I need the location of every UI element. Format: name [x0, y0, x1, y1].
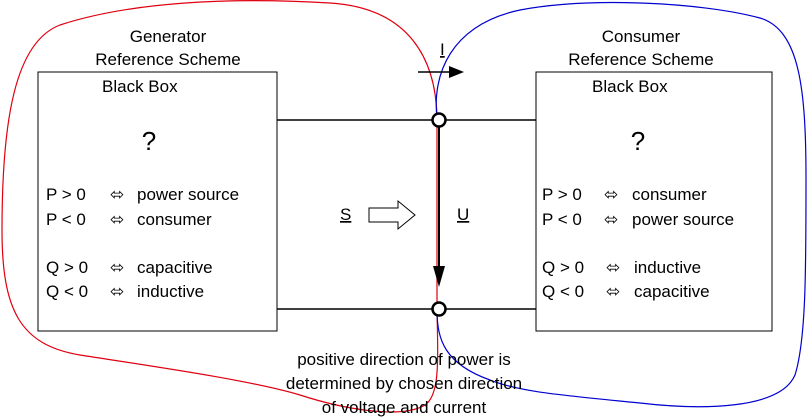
consumer-row-2-right: power source [632, 210, 734, 229]
generator-row-2-right: consumer [137, 210, 212, 229]
consumer-row-4-right: capacitive [634, 282, 710, 301]
generator-row-2-left: P < 0 [46, 210, 86, 229]
consumer-title-line2: Reference Scheme [568, 50, 714, 69]
generator-row-1-symbol: ⬄ [110, 185, 124, 204]
consumer-loop [435, 1, 807, 408]
top-terminal [431, 112, 447, 128]
generator-row-3-left: Q > 0 [46, 258, 88, 277]
consumer-row-3-left: Q > 0 [542, 258, 584, 277]
consumer-row-2-left: P < 0 [542, 210, 582, 229]
consumer-box-label: Black Box [592, 77, 668, 96]
power-label: S [340, 205, 351, 224]
consumer-row-1-right: consumer [632, 185, 707, 204]
generator-box-label: Black Box [102, 77, 178, 96]
consumer-black-box [535, 71, 773, 332]
generator-row-3-symbol: ⬄ [110, 258, 124, 277]
consumer-row-4-left: Q < 0 [542, 282, 584, 301]
current-arrow-head [449, 66, 464, 78]
generator-row-1-left: P > 0 [46, 185, 86, 204]
generator-row-2-symbol: ⬄ [110, 210, 124, 229]
generator-row-4-left: Q < 0 [46, 282, 88, 301]
voltage-label: U [457, 205, 469, 224]
consumer-title-line1: Consumer [602, 27, 681, 46]
power-arrow-icon [368, 199, 416, 231]
generator-loop [1, 0, 439, 413]
generator-title-line1: Generator [130, 27, 207, 46]
generator-row-4-symbol: ⬄ [110, 282, 124, 301]
generator-row-1-right: power source [137, 185, 239, 204]
consumer-row-1-symbol: ⬄ [604, 185, 618, 204]
note-line3: of voltage and current [322, 398, 487, 417]
consumer-question-mark: ? [631, 126, 645, 156]
consumer-row-3-right: inductive [634, 258, 701, 277]
generator-title-line2: Reference Scheme [95, 50, 241, 69]
note-line1: positive direction of power is [297, 350, 511, 369]
consumer-row-4-symbol: ⬄ [606, 282, 620, 301]
generator-question-mark: ? [142, 126, 156, 156]
current-label: I [440, 40, 445, 59]
consumer-row-3-symbol: ⬄ [606, 258, 620, 277]
consumer-row-1-left: P > 0 [542, 185, 582, 204]
consumer-row-2-symbol: ⬄ [604, 210, 618, 229]
generator-black-box [37, 71, 278, 332]
bottom-terminal [431, 301, 447, 317]
voltage-arrow-head [433, 266, 445, 287]
generator-row-4-right: inductive [137, 282, 204, 301]
generator-row-3-right: capacitive [137, 258, 213, 277]
note-line2: determined by chosen direction [286, 374, 522, 393]
